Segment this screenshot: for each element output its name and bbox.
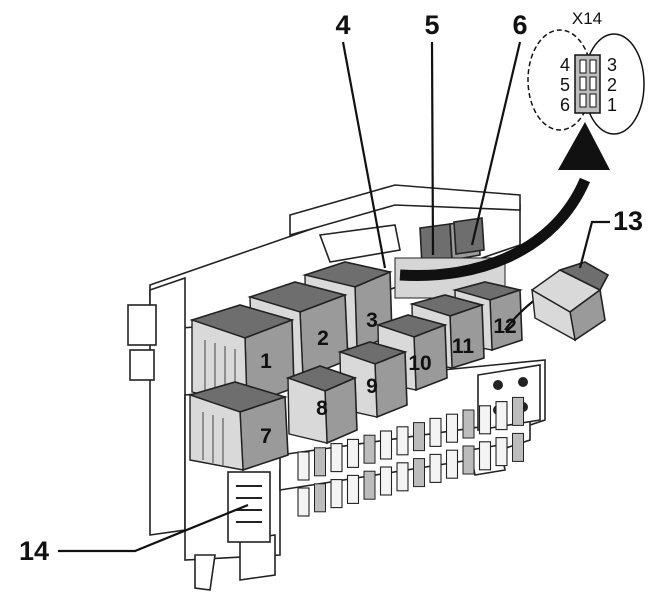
pin-label-3: 3 xyxy=(607,55,617,75)
relay-8-label: 8 xyxy=(316,397,328,420)
relay-7-label: 7 xyxy=(260,425,272,448)
fuse xyxy=(297,451,310,481)
callout-14-label: 14 xyxy=(19,536,49,566)
callout-13-leader xyxy=(578,220,610,269)
fuse xyxy=(413,458,425,488)
fuse xyxy=(379,430,393,460)
fuse xyxy=(462,445,475,475)
pointer-arrow-head xyxy=(558,122,610,170)
fuse xyxy=(346,474,360,504)
callout-14-leader xyxy=(58,503,249,553)
callout-4-label: 4 xyxy=(335,10,350,40)
callout-4-leader xyxy=(341,41,387,269)
callout-5-leader xyxy=(430,41,435,256)
fuse xyxy=(413,422,425,452)
fuse xyxy=(396,462,409,492)
relay-11-label: 11 xyxy=(452,335,475,358)
relay-1: 1 xyxy=(189,304,295,407)
callout-6-label: 6 xyxy=(512,10,527,40)
connector-x14-title: X14 xyxy=(572,9,602,28)
fuse xyxy=(495,437,508,467)
callout-5-label: 5 xyxy=(424,10,439,40)
fuse xyxy=(363,470,376,500)
fuse xyxy=(363,434,376,464)
fuse xyxy=(512,432,524,462)
fuse xyxy=(314,483,326,513)
fuse xyxy=(314,447,326,477)
fuse-array xyxy=(297,396,524,517)
relay-10-label: 10 xyxy=(408,352,431,375)
pin-label-1: 1 xyxy=(607,95,617,115)
fuse xyxy=(478,405,492,435)
connector-x14-detail: X14 4 5 6 3 2 1 xyxy=(527,9,645,135)
fuse xyxy=(330,479,343,509)
fuse xyxy=(445,413,459,443)
fuse xyxy=(346,438,360,468)
fuse xyxy=(379,466,393,496)
callout-13-label: 13 xyxy=(613,206,643,236)
relay-8: 8 xyxy=(285,365,358,445)
fuse xyxy=(429,417,442,447)
pointer-arrow-shaft xyxy=(399,177,591,282)
relay-12-label: 12 xyxy=(493,315,516,338)
fuse xyxy=(512,396,524,426)
pin-label-6: 6 xyxy=(560,95,570,115)
fuse xyxy=(330,443,343,473)
fuse xyxy=(445,449,459,479)
fuse xyxy=(462,409,475,439)
pin-label-4: 4 xyxy=(560,55,570,75)
fuse xyxy=(429,453,442,483)
relay-1-label: 1 xyxy=(260,350,272,373)
pin-label-2: 2 xyxy=(607,75,617,95)
relay-2-label: 2 xyxy=(317,327,329,350)
callout-6-leader xyxy=(470,41,522,246)
fuse xyxy=(495,401,508,431)
fuse xyxy=(478,441,492,471)
relay-3-label: 3 xyxy=(366,309,378,332)
pin-label-5: 5 xyxy=(560,75,570,95)
relay-7: 7 xyxy=(187,381,289,472)
component-13 xyxy=(504,261,610,342)
fuse xyxy=(396,426,409,456)
fuse xyxy=(297,487,310,517)
relay-9-label: 9 xyxy=(366,375,378,398)
